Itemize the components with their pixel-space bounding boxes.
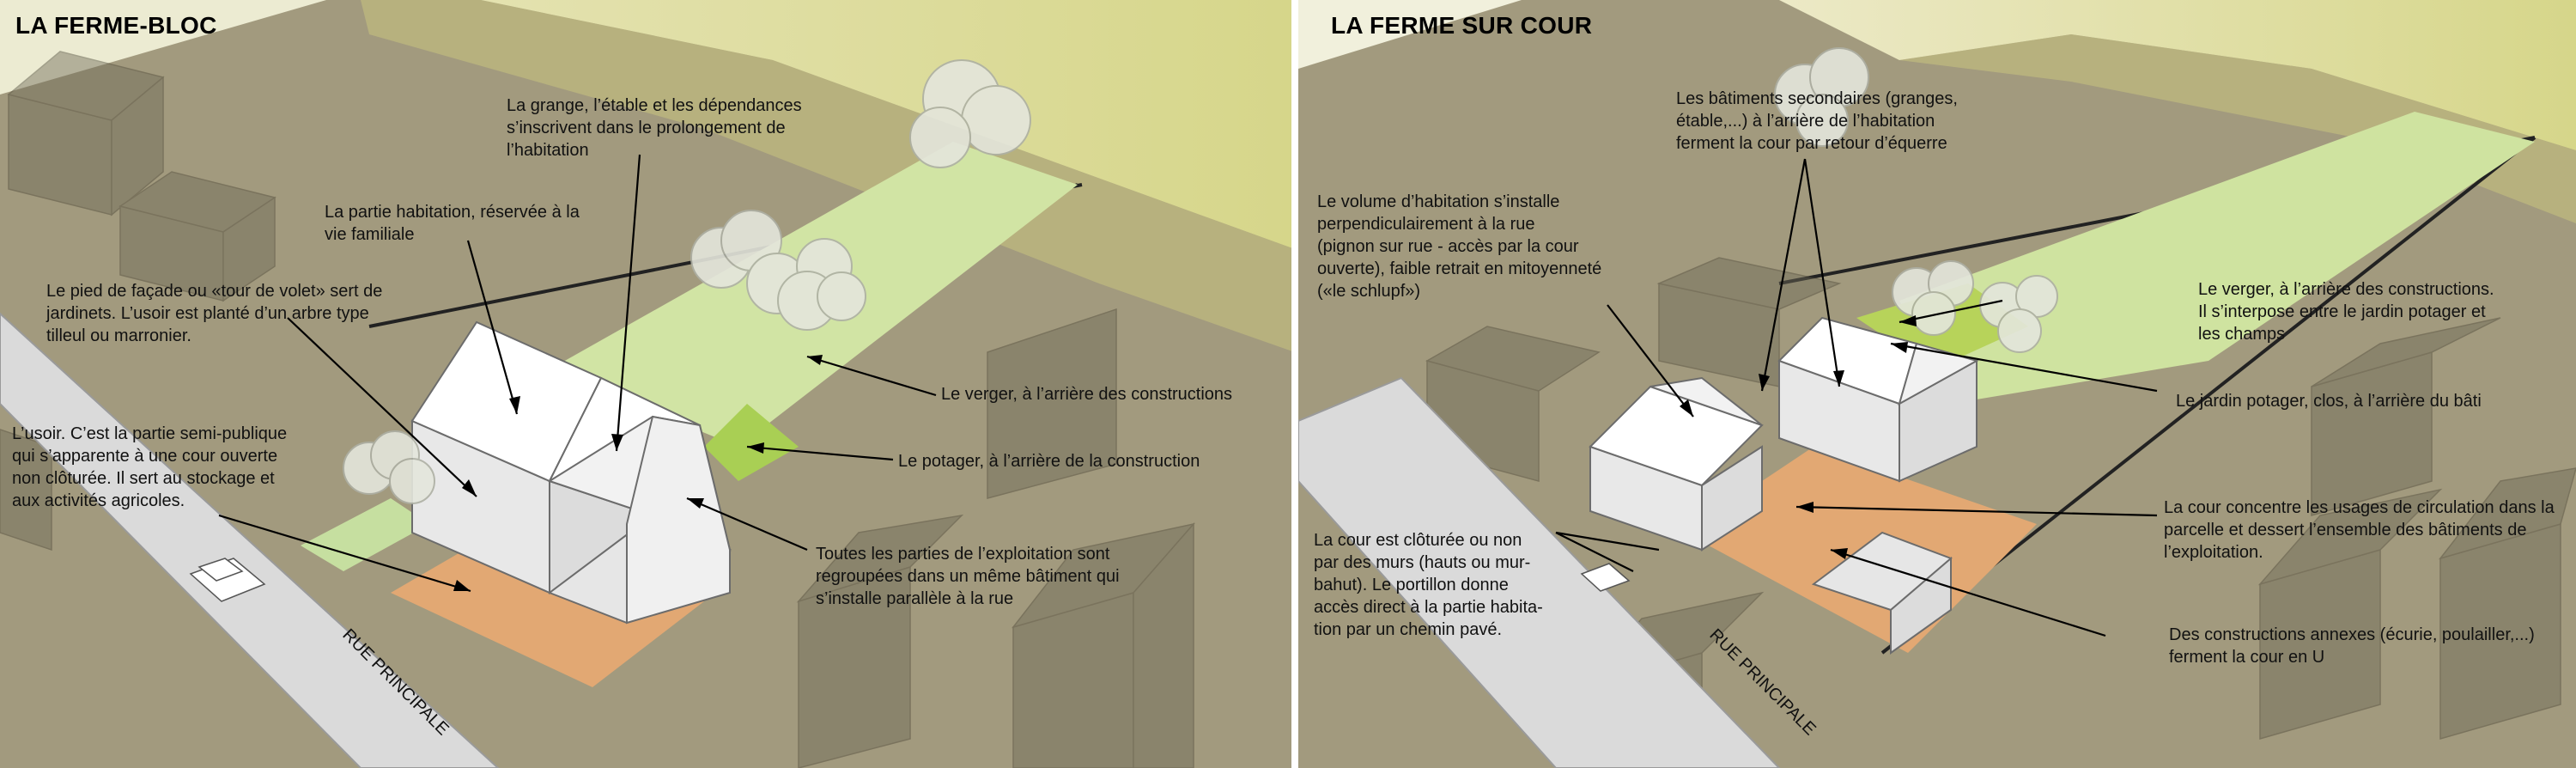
label-usoir: L’usoir. C’est la partie semi-publique q… <box>12 424 288 510</box>
label-batiments-secondaires: Les bâtiments secondaires (granges, étab… <box>1676 89 1958 153</box>
leader-line <box>287 317 477 497</box>
leader-line <box>1607 304 1694 418</box>
arrow-head <box>747 442 764 454</box>
leader-line <box>1830 548 2106 637</box>
trees <box>1774 47 2058 353</box>
label-cloture: La cour est clôturée ou non par des murs… <box>1314 531 1543 639</box>
panel-title: LA FERME SUR COUR <box>1331 12 1593 39</box>
ferme-bloc-illustration <box>0 0 1295 768</box>
leader-line <box>1899 299 2003 324</box>
arrow-head <box>611 434 623 451</box>
label-jardin-potager: Le jardin potager, clos, à l’arrière du … <box>2176 392 2482 411</box>
field-strip <box>361 0 1295 352</box>
farm-block-building <box>410 320 732 625</box>
field-strip <box>0 0 326 94</box>
leader-lines <box>218 154 937 593</box>
arrow-head <box>509 396 520 414</box>
road <box>0 312 500 768</box>
leader-line <box>615 154 641 452</box>
label-volume-habitation: Le volume d’habitation s’installe perpen… <box>1317 192 1602 301</box>
arrow-heads <box>453 355 823 591</box>
arrow-head <box>1899 315 1917 326</box>
leader-line <box>1890 342 2158 393</box>
leader-line <box>1795 505 2158 517</box>
leader-line <box>746 445 894 461</box>
leader-line <box>806 355 937 397</box>
arrow-head <box>453 580 471 591</box>
background-fields <box>1779 0 2576 150</box>
leader-line <box>1555 532 1634 572</box>
label-habitation: La partie habitation, réservée à la vie … <box>325 203 580 244</box>
arrow-heads <box>1680 315 1917 559</box>
label-grange: La grange, l’étable et les dépendances s… <box>507 96 802 160</box>
secondary-buildings <box>1777 316 1979 483</box>
arrow-head <box>1891 342 1908 353</box>
leader-line <box>686 497 808 552</box>
arrow-head <box>687 498 704 509</box>
leader-lines <box>1555 158 2158 637</box>
trees <box>343 59 1031 504</box>
usoir <box>301 498 429 571</box>
label-pied-de-facade: Le pied de façade ou «tour de volet» ser… <box>46 282 383 345</box>
arrow-head <box>1796 502 1814 513</box>
panel-ferme-bloc: LA FERME-BLOC La grange, l’étable et les… <box>0 0 1295 768</box>
field-strip <box>1298 0 1522 69</box>
label-annexes: Des constructions annexes (écurie, poula… <box>2169 625 2535 667</box>
ferme-sur-cour-illustration <box>1298 0 2576 768</box>
arrow-head <box>1680 399 1693 417</box>
label-potager: Le potager, à l’arrière de la constructi… <box>898 452 1200 471</box>
arrow-head <box>1833 370 1844 387</box>
leader-line <box>466 240 519 415</box>
car <box>1580 563 1631 592</box>
road <box>1298 376 1781 768</box>
leader-line <box>1555 531 1660 552</box>
arrow-head <box>1831 548 1848 559</box>
label-exploitation: Toutes les parties de l’exploitation son… <box>816 545 1120 608</box>
leader-line <box>218 514 471 593</box>
habitation-building <box>1589 376 1764 552</box>
leader-line <box>1803 158 1841 387</box>
label-verger: Le verger, à l’arrière des constructions… <box>2198 280 2494 344</box>
neighbour-buildings <box>1425 257 2576 768</box>
leader-line <box>1760 158 1807 392</box>
panel-title: LA FERME-BLOC <box>15 12 217 39</box>
orchard-strip <box>1899 112 2535 404</box>
arrow-head <box>807 355 823 365</box>
potager-strip <box>704 404 799 481</box>
panel-ferme-sur-cour: LA FERME SUR COUR Les bâtiments secondai… <box>1298 0 2576 768</box>
label-cour: La cour concentre les usages de circulat… <box>2164 498 2555 562</box>
neighbour-buildings <box>0 51 1196 768</box>
car <box>189 558 266 602</box>
arrow-head <box>462 479 477 497</box>
label-verger: Le verger, à l’arrière des constructions <box>941 385 1233 404</box>
arrow-head <box>1759 374 1770 391</box>
